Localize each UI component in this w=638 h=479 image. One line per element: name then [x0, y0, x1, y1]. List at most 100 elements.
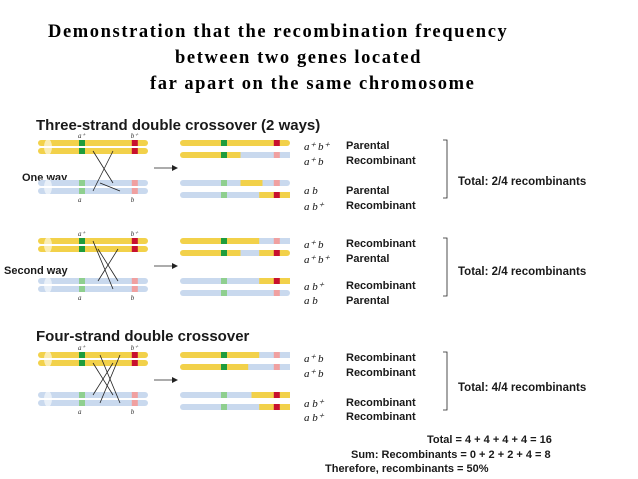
bracket-2 — [443, 237, 448, 297]
left-strand-2-4 — [38, 286, 148, 292]
result-g1-r4: Recombinant — [346, 200, 416, 212]
label-b-plus-2: b⁺ — [131, 230, 140, 238]
genotype-g3-r4: a b⁺ — [304, 412, 324, 424]
left-strand-3-4 — [38, 400, 148, 406]
total-g2: Total: 2/4 recombinants — [458, 266, 587, 278]
right-strand-1-3-a-marker — [221, 180, 227, 186]
bracket-3 — [443, 351, 448, 411]
right-strand-3-1-a-marker — [221, 352, 227, 358]
right-strand-3-2-a-marker — [221, 364, 227, 370]
right-strand-2-1-b-marker — [273, 238, 280, 244]
result-g2-r2: Parental — [346, 253, 390, 265]
total-g1: Total: 2/4 recombinants — [458, 176, 587, 188]
left-strand-1-2-b-marker — [131, 148, 138, 154]
right-strand-1-4-b-marker — [273, 192, 280, 198]
genotype-g2-r3: a b⁺ — [304, 281, 324, 293]
left-strand-2-3-a-marker — [79, 278, 85, 284]
right-strand-1-2-a-marker — [221, 152, 227, 158]
arrow-head-3 — [172, 377, 178, 383]
arrow-head-2 — [172, 263, 178, 269]
left-strand-1-1-b-marker — [131, 140, 138, 146]
bracket-1 — [443, 139, 448, 199]
left-strand-1-1-a-marker — [79, 140, 85, 146]
result-g3-r3: Recombinant — [346, 397, 416, 409]
summary-sum: Sum: Recombinants = 0 + 2 + 2 + 4 = 8 — [351, 449, 551, 461]
result-g3-r1: Recombinant — [346, 352, 416, 364]
left-strand-2-1-b-marker — [131, 238, 138, 244]
right-strand-2-2 — [180, 250, 290, 256]
centromere-top-1 — [44, 139, 52, 155]
left-strand-3-2-a-marker — [79, 360, 85, 366]
summary-total: Total = 4 + 4 + 4 + 4 = 16 — [427, 434, 552, 446]
left-strand-1-4-a-marker — [79, 188, 85, 194]
centromere-bottom-3 — [44, 391, 52, 407]
label-b-1: b — [131, 196, 135, 204]
result-g1-r2: Recombinant — [346, 155, 416, 167]
genotype-g1-r1: a⁺ b⁺ — [304, 141, 330, 153]
label-a-plus-2: a⁺ — [78, 230, 87, 238]
right-strand-2-3-a-marker — [221, 278, 227, 284]
crossover-line-1-1 — [92, 150, 114, 192]
right-strand-1-2-swap-0 — [240, 152, 290, 158]
left-strand-2-4-b-marker — [131, 286, 138, 292]
genotype-g1-r3: a b — [304, 185, 318, 197]
label-b-plus-3: b⁺ — [131, 344, 140, 352]
right-strand-3-4-a-marker — [221, 404, 227, 410]
left-strand-1-3-a-marker — [79, 180, 85, 186]
result-g3-r4: Recombinant — [346, 411, 416, 423]
section-heading-four-strand: Four-strand double crossover — [36, 328, 250, 345]
left-strand-3-1-a-marker — [79, 352, 85, 358]
left-strand-1-2-a-marker — [79, 148, 85, 154]
left-strand-2-2-b-marker — [131, 246, 138, 252]
left-strand-2-4-a-marker — [79, 286, 85, 292]
crossover-line-1-0 — [92, 150, 114, 184]
genotype-g3-r1: a⁺ b — [304, 353, 324, 365]
arrow-head-1 — [172, 165, 178, 171]
right-strand-1-2-b-marker — [273, 152, 280, 158]
label-a-plus-1: a⁺ — [78, 132, 87, 140]
genotype-g3-r2: a⁺ b — [304, 368, 324, 380]
left-strand-3-1-b-marker — [131, 352, 138, 358]
label-b-2: b — [131, 294, 135, 302]
crossover-line-3-3 — [99, 354, 121, 404]
label-a-3: a — [78, 408, 82, 416]
crossover-line-2-1 — [97, 248, 119, 282]
label-b-plus-1: b⁺ — [131, 132, 140, 140]
left-strand-2-2-a-marker — [79, 246, 85, 252]
right-strand-1-3-b-marker — [273, 180, 280, 186]
left-strand-3-1 — [38, 352, 148, 358]
right-strand-3-1-b-marker — [273, 352, 280, 358]
genotype-g3-r3: a b⁺ — [304, 398, 324, 410]
result-g2-r4: Parental — [346, 295, 390, 307]
section-heading-three-strand: Three-strand double crossover (2 ways) — [36, 117, 321, 134]
left-strand-3-2-b-marker — [131, 360, 138, 366]
centromere-top-3 — [44, 351, 52, 367]
genotype-g2-r2: a⁺ b⁺ — [304, 254, 330, 266]
label-a-1: a — [78, 196, 82, 204]
result-g2-r3: Recombinant — [346, 280, 416, 292]
total-g3: Total: 4/4 recombinants — [458, 382, 587, 394]
result-g2-r1: Recombinant — [346, 238, 416, 250]
crossover-line-1-2 — [99, 182, 121, 192]
crossover-line-2-2 — [92, 240, 114, 290]
right-strand-2-4-b-marker — [273, 290, 280, 296]
genotype-g2-r4: a b — [304, 295, 318, 307]
right-strand-1-3-swap-0 — [240, 180, 263, 186]
right-strand-3-4-b-marker — [273, 404, 280, 410]
centromere-bottom-2 — [44, 277, 52, 293]
result-g1-r3: Parental — [346, 185, 390, 197]
left-strand-3-4-a-marker — [79, 400, 85, 406]
right-strand-3-2-swap-0 — [248, 364, 290, 370]
left-strand-1-4-b-marker — [131, 188, 138, 194]
left-strand-2-1-a-marker — [79, 238, 85, 244]
right-strand-1-1-b-marker — [273, 140, 280, 146]
label-a-2: a — [78, 294, 82, 302]
right-strand-3-3-swap-0 — [251, 392, 290, 398]
left-strand-3-3-a-marker — [79, 392, 85, 398]
title-line-3: far apart on the same chromosome — [150, 74, 476, 94]
result-g1-r1: Parental — [346, 140, 390, 152]
right-strand-3-3-b-marker — [273, 392, 280, 398]
result-g3-r2: Recombinant — [346, 367, 416, 379]
label-a-plus-3: a⁺ — [78, 344, 87, 352]
